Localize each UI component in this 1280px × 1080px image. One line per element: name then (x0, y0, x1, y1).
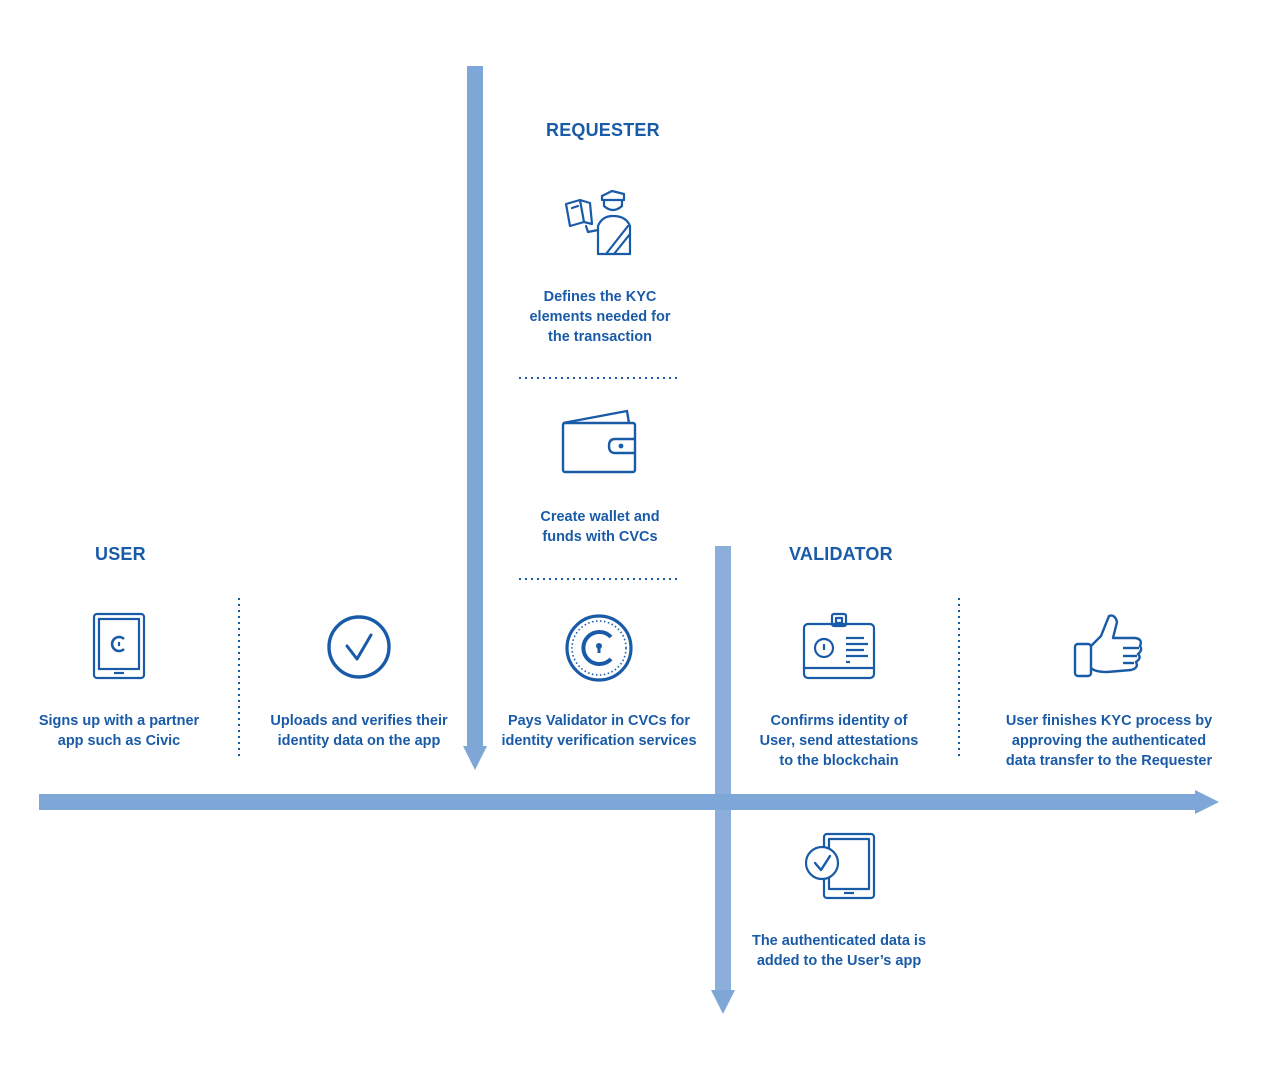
section-heading-requester: REQUESTER (546, 120, 660, 140)
step-create-wallet: Create wallet and funds with CVCs (540, 509, 660, 545)
checkmark-circle-icon (327, 615, 391, 679)
cvc-coin-icon (565, 614, 633, 682)
requester-arrow (463, 66, 487, 770)
step-signup: Signs up with a partner app such as Civi… (38, 713, 200, 749)
section-heading-validator: VALIDATOR (789, 544, 893, 564)
section-heading-user: USER (95, 544, 146, 564)
step-define-kyc: Defines the KYC elements needed for the … (529, 289, 671, 345)
step-pay-validator: Pays Validator in CVCs for identity veri… (501, 713, 697, 749)
validator-arrow (711, 546, 735, 1014)
step-upload-verify: Uploads and verifies their identity data… (270, 713, 448, 749)
tablet-checkmark-icon (804, 832, 876, 900)
officer-with-passport-icon (564, 189, 632, 256)
thumbs-up-icon (1073, 614, 1143, 678)
step-confirm-identity: Confirms identity of User, send attestat… (759, 713, 919, 769)
tablet-civic-icon (92, 612, 146, 680)
timeline-arrow (39, 790, 1219, 814)
step-data-added: The authenticated data is added to the U… (751, 933, 927, 969)
id-badge-icon (802, 612, 876, 680)
wallet-icon (561, 409, 637, 474)
step-finish-kyc: User finishes KYC process by approving t… (1005, 713, 1213, 769)
